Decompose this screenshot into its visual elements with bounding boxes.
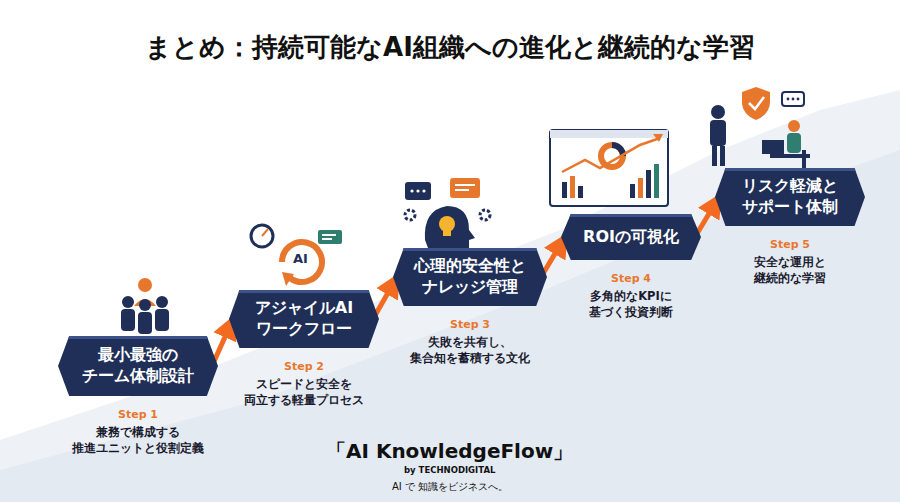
step-node: 最小最強の チーム体制設計 Step 1 兼務で構成する 推進ユニットと役割定義 xyxy=(58,336,218,456)
page-title: まとめ：持続可能なAI組織への進化と継続的な学習 xyxy=(0,30,900,65)
step-description: 失敗を共有し、 集合知を蓄積する文化 xyxy=(410,334,530,366)
support-icon xyxy=(710,87,810,168)
step-heading: リスク軽減と サポート体制 xyxy=(742,176,838,218)
roi-chart-icon xyxy=(550,130,668,206)
step-node: アジャイルAI ワークフロー Step 2 スピードと安全を 両立する軽量プロセス xyxy=(229,290,379,408)
brand-company: by TECHNODIGITAL xyxy=(404,465,495,475)
step-number: Step 5 xyxy=(770,238,810,251)
hill-shape xyxy=(0,90,900,502)
step-number: Step 4 xyxy=(611,272,651,285)
step-node: 心理的安全性と ナレッジ管理 Step 3 失敗を共有し、 集合知を蓄積する文化 xyxy=(393,248,547,366)
step-description: 多角的なKPIに 基づく投資判断 xyxy=(589,288,673,320)
brand-name: 「AI KnowledgeFlow」 xyxy=(326,438,573,465)
step-platform: ROIの可視化 xyxy=(561,214,701,260)
step-heading: アジャイルAI ワークフロー xyxy=(255,298,353,340)
step-heading: ROIの可視化 xyxy=(583,227,679,248)
brand-tagline: AI で 知識をビジネスへ。 xyxy=(392,480,508,494)
agile-icon xyxy=(251,225,342,286)
step-number: Step 2 xyxy=(284,360,324,373)
ai-badge: AI xyxy=(290,250,311,267)
team-icon xyxy=(121,278,169,334)
step-heading: 心理的安全性と ナレッジ管理 xyxy=(414,256,526,298)
step-heading: 最小最強の チーム体制設計 xyxy=(82,345,194,387)
hill-shape xyxy=(0,150,900,502)
step-number: Step 1 xyxy=(118,408,158,421)
step-platform: リスク軽減と サポート体制 xyxy=(715,168,865,226)
step-description: 兼務で構成する 推進ユニットと役割定義 xyxy=(72,424,204,456)
step-number: Step 3 xyxy=(450,318,490,331)
step-platform: 心理的安全性と ナレッジ管理 xyxy=(393,248,547,306)
step-arrow xyxy=(695,197,719,237)
step-description: スピードと安全を 両立する軽量プロセス xyxy=(244,376,364,408)
step-node: ROIの可視化 Step 4 多角的なKPIに 基づく投資判断 xyxy=(561,214,701,320)
step-platform: アジャイルAI ワークフロー xyxy=(229,290,379,348)
knowledge-icon xyxy=(405,178,490,256)
step-description: 安全な運用と 継続的な学習 xyxy=(754,254,826,286)
step-platform: 最小最強の チーム体制設計 xyxy=(58,336,218,396)
step-node: リスク軽減と サポート体制 Step 5 安全な運用と 継続的な学習 xyxy=(715,168,865,286)
